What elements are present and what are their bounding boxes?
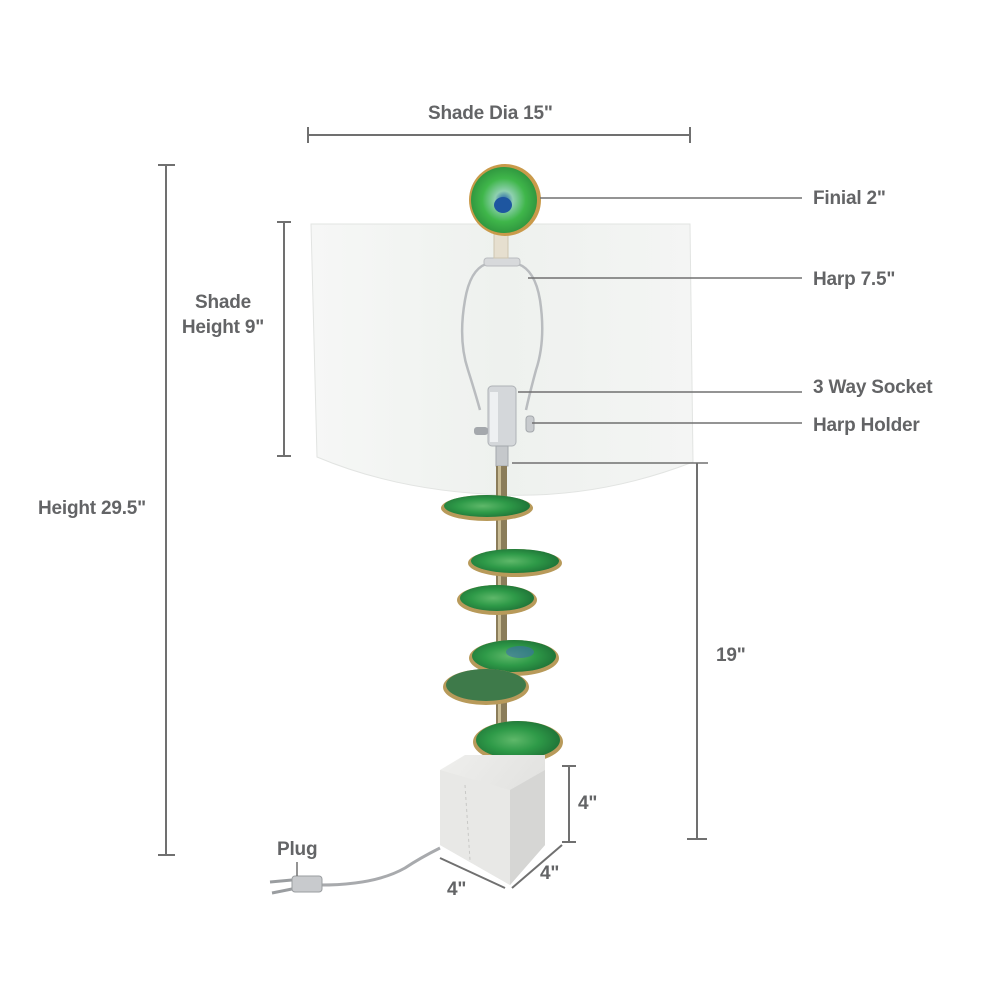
shade-height-label: Shade Height 9" bbox=[180, 291, 266, 340]
agate-slices bbox=[441, 495, 563, 763]
callout-lines bbox=[512, 197, 802, 464]
stem-height-dimension bbox=[687, 463, 707, 840]
finial-agate bbox=[469, 164, 541, 236]
overall-height-dimension bbox=[158, 164, 175, 856]
harp bbox=[460, 257, 544, 411]
harp-label: Harp 7.5" bbox=[813, 269, 896, 290]
socket-label: 3 Way Socket bbox=[813, 377, 933, 398]
stem-height-label: 19" bbox=[716, 645, 746, 666]
shade-diameter-dimension bbox=[307, 127, 691, 143]
agate-slice-4 bbox=[469, 640, 559, 676]
base-dimensions bbox=[439, 765, 576, 889]
power-cord bbox=[269, 846, 441, 895]
shade-height-label-line2: Height 9" bbox=[181, 316, 265, 338]
agate-slice-1 bbox=[441, 495, 533, 521]
base-height-label: 4" bbox=[578, 793, 598, 814]
shade-height-label-line1: Shade bbox=[194, 292, 252, 313]
shade-diameter-label: Shade Dia 15" bbox=[428, 103, 553, 124]
agate-slice-2 bbox=[468, 549, 562, 577]
lamp-stem bbox=[496, 466, 507, 766]
agate-slice-5 bbox=[443, 669, 529, 705]
plug-label: Plug bbox=[277, 839, 318, 860]
agate-slice-3 bbox=[457, 585, 537, 615]
base-width-label: 4" bbox=[447, 879, 467, 900]
harp-holder-label: Harp Holder bbox=[813, 415, 920, 436]
base-depth-label: 4" bbox=[540, 863, 560, 884]
overall-height-label: Height 29.5" bbox=[38, 498, 146, 519]
shade-height-dimension bbox=[277, 221, 291, 457]
marble-base bbox=[440, 755, 545, 885]
agate-slice-6 bbox=[473, 721, 563, 763]
socket bbox=[474, 385, 535, 467]
finial-label: Finial 2" bbox=[813, 188, 886, 209]
